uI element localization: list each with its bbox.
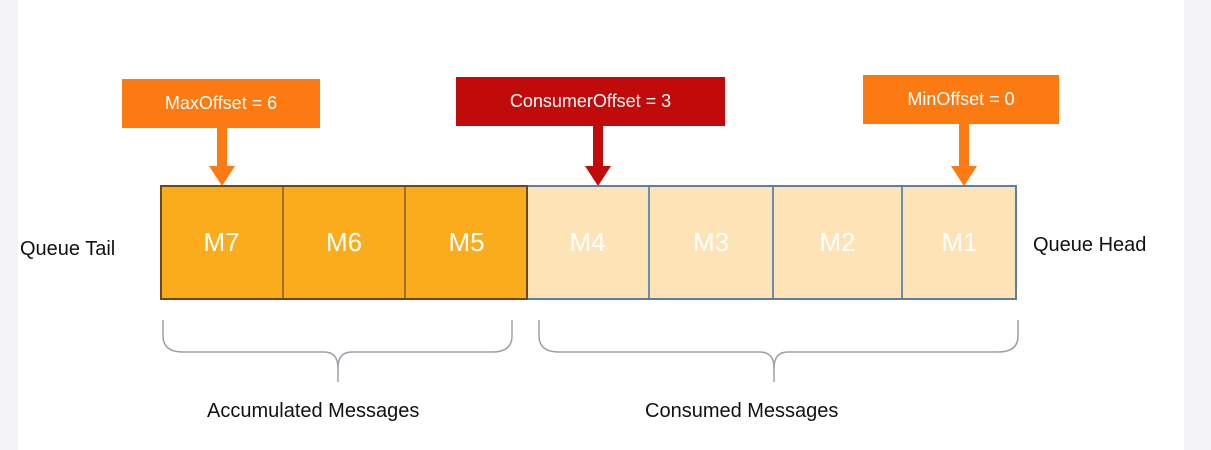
- queue-outline: [160, 185, 1019, 382]
- accumulated-messages-label: Accumulated Messages: [207, 400, 420, 422]
- consumer-offset-arrow-shaft: [593, 126, 603, 168]
- max-offset-box: MaxOffset = 6: [122, 79, 320, 128]
- accumulated-brace: [162, 320, 513, 382]
- message-cell-m6: M6: [284, 186, 406, 299]
- queue-head-label: Queue Head: [1033, 234, 1147, 256]
- consumed-messages-label: Consumed Messages: [645, 400, 839, 422]
- max-offset-arrow-shaft: [217, 128, 227, 168]
- message-cell-m7: M7: [161, 186, 284, 299]
- message-cell-m2: M2: [774, 186, 903, 299]
- message-cell-m5: M5: [406, 186, 527, 299]
- diagram-canvas: Queue Tail Queue Head MaxOffset = 6 Cons…: [18, 0, 1184, 450]
- max-offset-arrowhead: [209, 166, 235, 186]
- queue-tail-label: Queue Tail: [20, 238, 116, 260]
- consumed-brace: [538, 320, 1019, 382]
- message-cell-m1: M1: [903, 186, 1016, 299]
- message-cell-m4: M4: [527, 186, 650, 299]
- min-offset-box: MinOffset = 0: [863, 75, 1059, 124]
- message-cell-m3: M3: [650, 186, 774, 299]
- consumer-offset-arrowhead: [585, 166, 611, 186]
- accumulated-outline-rect: [160, 185, 528, 300]
- min-offset-arrow-shaft: [959, 124, 969, 168]
- consumer-offset-box: ConsumerOffset = 3: [456, 77, 725, 126]
- min-offset-arrowhead: [951, 166, 977, 186]
- queue-outline-rect: [160, 185, 1017, 300]
